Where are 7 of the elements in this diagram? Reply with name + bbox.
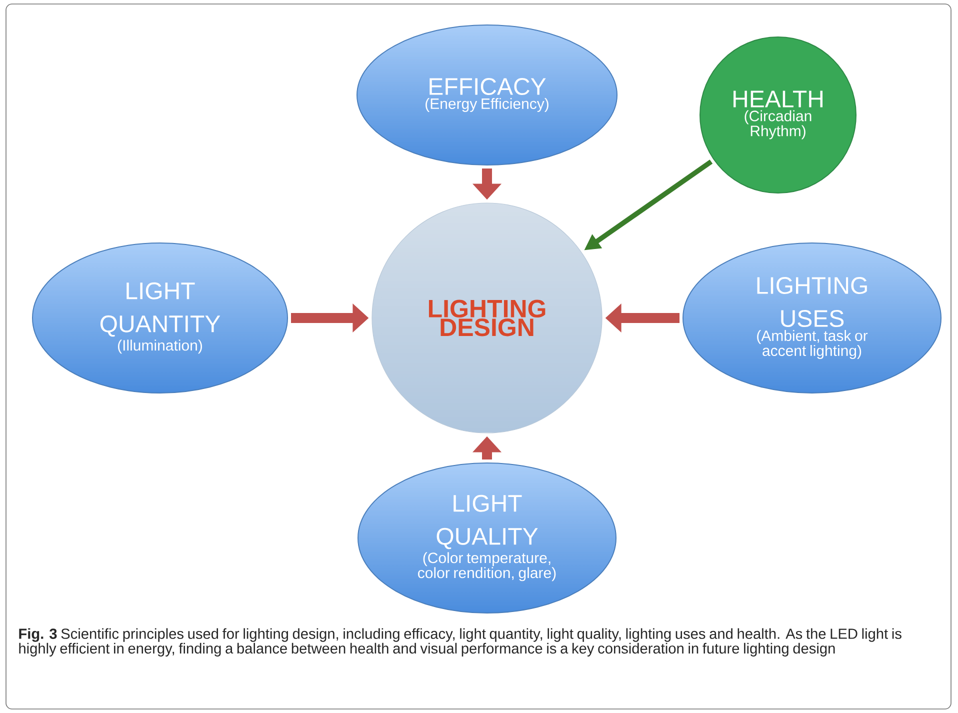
ellipse-node: EFFICACY (Energy Efficiency): [356, 24, 618, 166]
circle-node: HEALTH (Circadian Rhythm): [700, 36, 856, 194]
circle-node: LIGHTING DESIGN: [372, 202, 602, 434]
caption: Fig. 3 Scientific principles used for lighting design, including efficacy, light quantity, light quality, lighting uses and health. As the LED light is highly efficient in energy, finding a balance between health and visual performance is a key consideration in future lighting design: [19, 628, 902, 656]
ellipse-node: LIGHT QUALITY (Color temperature, color rendition, glare): [358, 462, 616, 614]
ellipse-node: LIGHTING USES (Ambient, task or accent lighting): [682, 242, 942, 394]
ellipse-node: LIGHT QUANTITY (Illumination): [32, 242, 288, 394]
